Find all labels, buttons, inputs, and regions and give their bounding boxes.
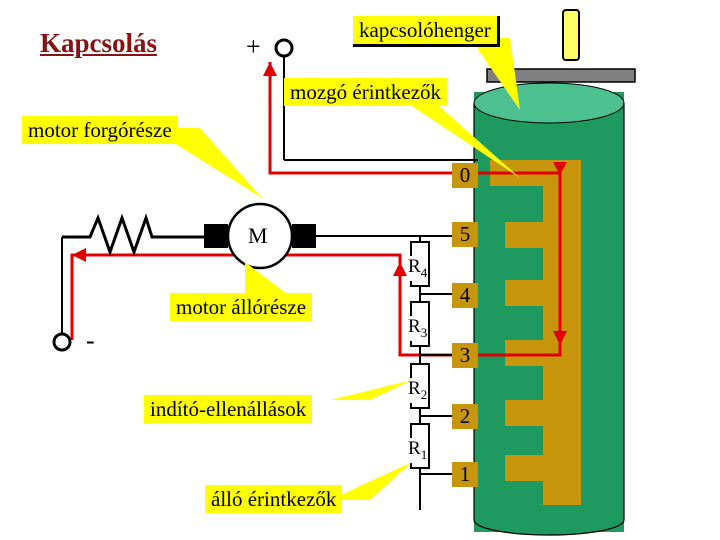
callout-pointers xyxy=(150,38,520,500)
resistor-label-r1: R1 xyxy=(408,438,428,463)
callout-fixed-contacts: álló érintkezők xyxy=(205,485,343,513)
resistor-letter: R xyxy=(408,438,421,459)
contact-number-1: 1 xyxy=(452,462,478,487)
resistor-label-r4: R4 xyxy=(408,256,428,281)
callout-starting-resistors: indító-ellenállások xyxy=(144,395,313,423)
motor-brush-right xyxy=(292,224,316,248)
drum-top-ellipse xyxy=(473,82,625,124)
resistor-letter: R xyxy=(408,256,421,277)
plus-terminal xyxy=(274,38,294,58)
switch-handle xyxy=(562,9,580,61)
contact-number-0: 0 xyxy=(452,163,478,188)
resistor-label-r2: R2 xyxy=(408,378,428,403)
contact-number-3: 3 xyxy=(452,343,478,368)
plus-terminal-label: + xyxy=(246,32,261,61)
resistor-index: 3 xyxy=(420,324,428,340)
resistor-letter: R xyxy=(408,316,421,337)
minus-terminal xyxy=(52,332,72,352)
resistor-index: 1 xyxy=(420,446,428,462)
page-title: Kapcsolás xyxy=(40,28,158,58)
callout-moving-contacts: mozgó érintkezők xyxy=(284,78,448,106)
minus-terminal-label: - xyxy=(86,326,95,355)
callout-rotor: motor forgórésze xyxy=(22,116,178,144)
resistor-index: 4 xyxy=(420,264,428,280)
resistor-letter: R xyxy=(408,378,421,399)
contact-number-5: 5 xyxy=(452,222,478,247)
motor-brush-left xyxy=(204,224,228,248)
motor-symbol: M xyxy=(248,223,268,248)
callout-drum: kapcsolóhenger xyxy=(353,16,500,47)
contact-number-4: 4 xyxy=(452,283,478,308)
contact-number-2: 2 xyxy=(452,404,478,429)
resistor-index: 2 xyxy=(420,386,428,402)
current-arrowheads xyxy=(72,62,567,345)
drum-bottom-ellipse xyxy=(474,505,624,535)
stator-winding xyxy=(62,213,205,257)
current-path xyxy=(70,62,562,357)
resistor-label-r3: R3 xyxy=(408,316,428,341)
drum-top-plate xyxy=(486,68,636,83)
callout-stator: motor állórésze xyxy=(170,293,313,321)
